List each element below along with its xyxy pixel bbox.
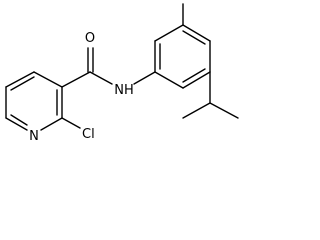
bond-n1-c6-inner (10, 114, 28, 126)
atom-label-oxygen: O (85, 31, 95, 46)
bond-a5-a6 (182, 71, 211, 89)
pyridine-ring (5, 71, 63, 131)
bond-a2-a3 (154, 24, 184, 42)
molecule-structure: O NH N Cl (5, 3, 239, 144)
atom-label-pyridine-nitrogen: N (29, 129, 39, 144)
bond-n1-c6 (5, 117, 28, 131)
isopropyl-group (182, 71, 239, 119)
bond-n-aryl (133, 71, 156, 85)
atom-label-amide-nitrogen: NH (114, 83, 134, 98)
bond-c5-c4 (5, 71, 35, 88)
bond-isopropyl-me2 (209, 102, 239, 119)
amide-group (61, 47, 156, 88)
bond-c2-n1 (40, 117, 63, 131)
atom-label-chlorine: Cl (82, 127, 95, 142)
bond-isopropyl-me1 (182, 102, 211, 119)
molecule-canvas: O NH N Cl (0, 0, 250, 151)
aryl-ring (154, 24, 211, 89)
bond-c2-cl (61, 117, 81, 129)
bond-c3-carbonyl (61, 71, 91, 88)
bond-c4-c3 (33, 71, 63, 88)
bond-carbonyl-n (89, 71, 113, 85)
bond-a5-a6-inner (182, 68, 206, 83)
bond-a6-a1 (154, 71, 184, 89)
bond-a3-a4 (182, 24, 211, 42)
bond-c5-c4-inner (10, 76, 35, 91)
bond-a3-a4-inner (182, 30, 206, 45)
